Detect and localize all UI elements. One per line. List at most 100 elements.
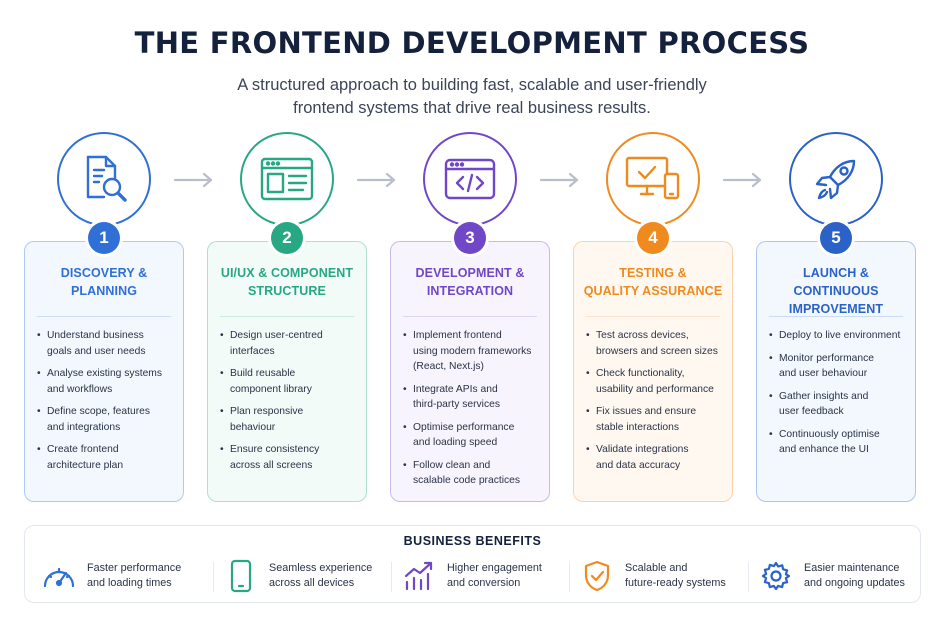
bullet-line: usability and performance bbox=[596, 383, 714, 395]
step-divider bbox=[769, 316, 903, 317]
bullet-line: Fix issues and ensure bbox=[596, 406, 697, 417]
benefit-item: Seamless experience across all devices bbox=[221, 558, 372, 594]
bullet-line: Gather insights and bbox=[779, 390, 869, 402]
benefit-text-line: across all devices bbox=[269, 577, 355, 589]
bullet-line: (React, Next.js) bbox=[413, 361, 484, 372]
benefits-title: BUSINESS BENEFITS bbox=[403, 534, 542, 548]
step-title-line: LAUNCH & CONTINUOUS bbox=[793, 266, 879, 298]
step-card: LAUNCH & CONTINUOUS IMPROVEMENT Deploy to … bbox=[756, 241, 916, 502]
bullet-line: across all screens bbox=[230, 459, 313, 471]
step-icon-circle bbox=[606, 132, 700, 226]
step-bullet-list: Implement frontend using modern framework… bbox=[403, 328, 543, 496]
bullet-line: Monitor performance bbox=[779, 352, 874, 364]
benefit-text: Seamless experience across all devices bbox=[269, 561, 372, 591]
bullet-line: Analyse existing systems bbox=[47, 368, 163, 379]
step-bullet: Check functionality, usability and perfor… bbox=[586, 366, 726, 397]
arrow-right-icon bbox=[356, 171, 398, 189]
benefit-text-line: and loading times bbox=[87, 577, 172, 589]
bullet-line: and loading speed bbox=[413, 437, 498, 448]
page-title: THE FRONTEND DEVELOPMENT PROCESS bbox=[134, 26, 810, 60]
step-bullet: Define scope, features and integrations bbox=[37, 404, 177, 435]
step-title-line: TESTING & bbox=[619, 266, 687, 280]
step-number-badge: 4 bbox=[637, 222, 669, 254]
bullet-line: and integrations bbox=[47, 421, 121, 433]
step-icon-circle bbox=[423, 132, 517, 226]
bullet-line: component library bbox=[230, 383, 312, 395]
benefit-text-line: Seamless experience bbox=[269, 562, 373, 574]
bullet-line: user feedback bbox=[779, 406, 844, 417]
business-benefits-panel: BUSINESS BENEFITS Faster performance and … bbox=[24, 525, 921, 603]
subtitle-line-1: A structured approach to building fast, … bbox=[237, 76, 707, 94]
subtitle-line-2: frontend systems that drive real busines… bbox=[293, 99, 651, 117]
bullet-line: and user behaviour bbox=[779, 368, 868, 379]
bullet-line: Build reusable bbox=[230, 368, 296, 379]
step-bullet-list: Understand business goals and user needsA… bbox=[37, 328, 177, 480]
bullet-line: architecture plan bbox=[47, 459, 124, 471]
bullet-line: and workflows bbox=[47, 383, 113, 395]
bullet-line: using modern frameworks bbox=[413, 345, 532, 357]
step-title-line: UI/UX & COMPONENT bbox=[220, 266, 354, 280]
benefit-item: Faster performance and loading times bbox=[39, 558, 181, 594]
benefit-separator bbox=[569, 562, 570, 592]
step-bullet: Analyse existing systems and workflows bbox=[37, 366, 177, 397]
shield-check-icon bbox=[577, 558, 617, 594]
arrow-right-icon bbox=[173, 171, 215, 189]
benefit-text: Faster performance and loading times bbox=[87, 561, 181, 591]
step-number-badge: 1 bbox=[88, 222, 120, 254]
step-bullet: Gather insights and user feedback bbox=[769, 389, 909, 420]
step-title-line: IMPROVEMENT bbox=[788, 302, 884, 316]
step-divider bbox=[586, 316, 720, 317]
bullet-line: Understand business bbox=[47, 330, 144, 341]
bullet-line: behaviour bbox=[230, 421, 276, 433]
benefit-text-line: and conversion bbox=[447, 577, 521, 589]
step-bullet: Build reusable component library bbox=[220, 366, 360, 397]
step-number-badge: 3 bbox=[454, 222, 486, 254]
bullet-line: browsers and screen sizes bbox=[596, 345, 718, 357]
step-icon-circle bbox=[240, 132, 334, 226]
benefit-text-line: Easier maintenance bbox=[804, 562, 900, 574]
bullet-line: Implement frontend bbox=[413, 330, 502, 341]
step-bullet: Optimise performance and loading speed bbox=[403, 420, 543, 451]
bullet-line: Check functionality, bbox=[596, 368, 685, 379]
page-subtitle: A structured approach to building fast, … bbox=[0, 74, 944, 120]
bullet-line: Integrate APIs and bbox=[413, 383, 498, 395]
step-card: DISCOVERY &PLANNING Understand business go… bbox=[24, 241, 184, 502]
arrow-right-icon bbox=[539, 171, 581, 189]
step-title: TESTING &QUALITY ASSURANCE bbox=[580, 264, 726, 300]
benefit-text-line: Faster performance bbox=[87, 562, 182, 574]
bullet-line: goals and user needs bbox=[47, 345, 146, 357]
benefit-text-line: Higher engagement bbox=[447, 562, 542, 574]
bullet-line: Test across devices, bbox=[596, 330, 689, 341]
step-card: TESTING &QUALITY ASSURANCE Test across de… bbox=[573, 241, 733, 502]
step-card: DEVELOPMENT &INTEGRATION Implement fronte… bbox=[390, 241, 550, 502]
step-bullet-list: Deploy to live environmentMonitor perfor… bbox=[769, 328, 909, 465]
step-number-badge: 2 bbox=[271, 222, 303, 254]
step-bullet: Test across devices, browsers and screen … bbox=[586, 328, 726, 359]
bullet-line: Define scope, features bbox=[47, 406, 151, 417]
bullet-line: Optimise performance bbox=[413, 421, 515, 433]
benefit-separator bbox=[748, 562, 749, 592]
step-icon-circle bbox=[57, 132, 151, 226]
benefit-separator bbox=[391, 562, 392, 592]
step-title-line: STRUCTURE bbox=[248, 284, 326, 298]
step-divider bbox=[37, 316, 171, 317]
step-card: UI/UX & COMPONENT STRUCTURE Design user-ce… bbox=[207, 241, 367, 502]
bullet-line: and data accuracy bbox=[596, 459, 681, 471]
step-title: LAUNCH & CONTINUOUS IMPROVEMENT bbox=[763, 264, 909, 318]
step-title: DEVELOPMENT &INTEGRATION bbox=[397, 264, 543, 300]
bullet-line: and enhance the UI bbox=[779, 444, 869, 455]
step-title: DISCOVERY &PLANNING bbox=[31, 264, 177, 300]
